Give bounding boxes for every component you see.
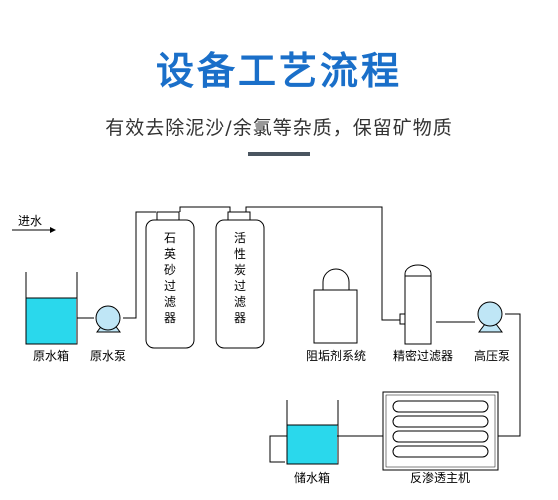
carbon-filter-char: 过 [234, 279, 246, 293]
quartz-filter-char: 石 [164, 231, 176, 245]
title-underline [248, 152, 310, 156]
storage-tank-label: 储水箱 [294, 470, 330, 485]
inlet-arrow [12, 227, 56, 233]
carbon-filter-char: 活 [234, 231, 246, 245]
hp-pump-label: 高压泵 [474, 348, 510, 363]
antiscalant-system [313, 268, 358, 344]
quartz-filter-label: 石 英 砂 过 滤 器 [164, 231, 176, 325]
quartz-filter-char: 过 [164, 279, 176, 293]
carbon-filter-char: 器 [234, 311, 246, 325]
ro-main-unit [382, 391, 499, 471]
raw-tank-label: 原水箱 [33, 348, 69, 363]
antiscalant-label: 阻垢剂系统 [306, 348, 366, 363]
precision-filter [399, 264, 432, 345]
ro-unit-label: 反渗透主机 [410, 470, 470, 485]
carbon-filter-label: 活 性 炭 过 滤 器 [234, 231, 246, 325]
activated-carbon-filter [215, 211, 265, 349]
quartz-filter-char: 砂 [164, 263, 176, 277]
quartz-filter-char: 滤 [164, 295, 176, 309]
page-subtitle: 有效去除泥沙/余氯等杂质，保留矿物质 [105, 117, 453, 139]
carbon-filter-char: 性 [234, 247, 246, 261]
quartz-sand-filter [145, 211, 195, 349]
raw-water-tank [25, 272, 78, 345]
carbon-filter-char: 滤 [234, 295, 246, 309]
storage-tank [286, 400, 339, 465]
page-title: 设备工艺流程 [155, 49, 402, 93]
raw-pump-icon [95, 305, 121, 333]
quartz-filter-char: 英 [164, 247, 176, 261]
quartz-filter-char: 器 [164, 311, 176, 325]
raw-pump-label: 原水泵 [90, 349, 126, 363]
carbon-filter-char: 炭 [234, 263, 246, 277]
inlet-label: 进水 [18, 214, 42, 228]
hp-pump-icon [477, 301, 503, 333]
precision-filter-label: 精密过滤器 [393, 348, 453, 363]
